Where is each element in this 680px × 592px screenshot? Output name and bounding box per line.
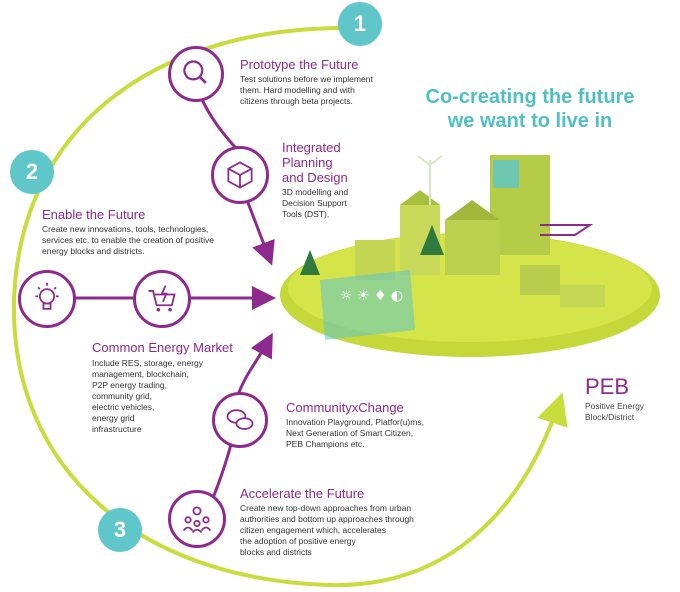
body-line: 3D modelling and: [282, 187, 349, 197]
body-line: Create new innovations, tools, technolog…: [42, 224, 209, 234]
body-line: them. Hard modelling and with: [240, 85, 355, 95]
enable-block: Enable the Future Create new innovations…: [42, 207, 262, 257]
magnifier-icon: [168, 46, 224, 102]
body-line: Decision Support: [282, 198, 347, 208]
prototype-block: Prototype the Future Test solutions befo…: [240, 57, 420, 107]
body-line: services etc. to enable the creation of …: [42, 235, 214, 245]
body-line: P2P energy trading,: [92, 380, 167, 390]
body-line: electric vehicles,: [92, 402, 155, 412]
body-line: citizen engagement which, accelerates: [240, 525, 386, 535]
step-badge-3: 3: [98, 508, 142, 552]
city-buildings: ☼ ☀ ♦ ◐: [300, 155, 605, 340]
enable-title: Enable the Future: [42, 207, 146, 222]
cube-icon: [211, 146, 269, 204]
peb-title: PEB: [585, 374, 630, 399]
accelerate-block: Accelerate the Future Create new top-dow…: [240, 486, 460, 558]
body-line: infrastructure: [92, 424, 142, 434]
body-line: Innovation Playground, Platfor(u)ms,: [286, 417, 424, 427]
energy-cart-icon: [133, 270, 191, 328]
body-line: citizens through beta projects.: [240, 96, 353, 106]
peb-block: PEB Positive Energy Block/District: [585, 375, 675, 423]
body-line: PEB Champions etc.: [286, 439, 365, 449]
svg-text:☼ ☀ ♦ ◐: ☼ ☀ ♦ ◐: [340, 288, 403, 304]
accelerate-body: Create new top-down approaches from urba…: [240, 503, 460, 558]
tagline-line-2: we want to live in: [447, 110, 613, 132]
body-line: energy grid: [92, 413, 135, 423]
body-line: Tools (DST).: [282, 209, 330, 219]
body-line: Create new top-down approaches from urba…: [240, 503, 412, 513]
chat-bubbles-icon: [212, 392, 268, 448]
tagline: Co-creating the future we want to live i…: [400, 85, 660, 133]
cycle-arc: [11, 26, 568, 588]
planning-block: Integrated Planning and Design 3D modell…: [282, 140, 402, 220]
body-line: energy blocks and districts.: [42, 246, 145, 256]
tagline-line-1: Co-creating the future: [425, 86, 635, 108]
step-badge-2: 2: [10, 150, 54, 194]
connector-planning: [243, 194, 275, 266]
body-line: the adoption of positive energy: [240, 536, 356, 546]
lightbulb-icon: [18, 270, 76, 328]
market-block: Common Energy Market Include RES, storag…: [92, 340, 272, 435]
community-title: CommunityxChange: [286, 400, 404, 415]
body-line: community grid,: [92, 391, 152, 401]
planning-title: Integrated Planning and Design: [282, 140, 402, 185]
step-badge-1: 1: [338, 2, 382, 46]
peb-sub-2: Block/District: [585, 412, 635, 422]
title-line: Planning: [282, 155, 333, 170]
community-block: CommunityxChange Innovation Playground, …: [286, 400, 486, 450]
body-line: Next Generation of Smart Citizen,: [286, 428, 414, 438]
title-line: Integrated: [282, 140, 341, 155]
body-line: management, blockchain,: [92, 369, 189, 379]
planning-body: 3D modelling and Decision Support Tools …: [282, 187, 402, 220]
title-line: and Design: [282, 170, 348, 185]
accelerate-title: Accelerate the Future: [240, 486, 365, 501]
market-title: Common Energy Market: [92, 340, 233, 355]
prototype-body: Test solutions before we implement them.…: [240, 74, 420, 107]
body-line: blocks and districts: [240, 547, 312, 557]
community-people-icon: [168, 490, 226, 548]
enable-body: Create new innovations, tools, technolog…: [42, 224, 262, 257]
body-line: authorities and bottom up approaches thr…: [240, 514, 414, 524]
prototype-title: Prototype the Future: [240, 57, 359, 72]
peb-sub-1: Positive Energy: [585, 401, 645, 411]
community-body: Innovation Playground, Platfor(u)ms, Nex…: [286, 417, 486, 450]
body-line: Include RES, storage, energy: [92, 358, 204, 368]
body-line: Test solutions before we implement: [240, 74, 373, 84]
market-body: Include RES, storage, energy management,…: [92, 358, 272, 435]
connector-community: [236, 332, 273, 396]
